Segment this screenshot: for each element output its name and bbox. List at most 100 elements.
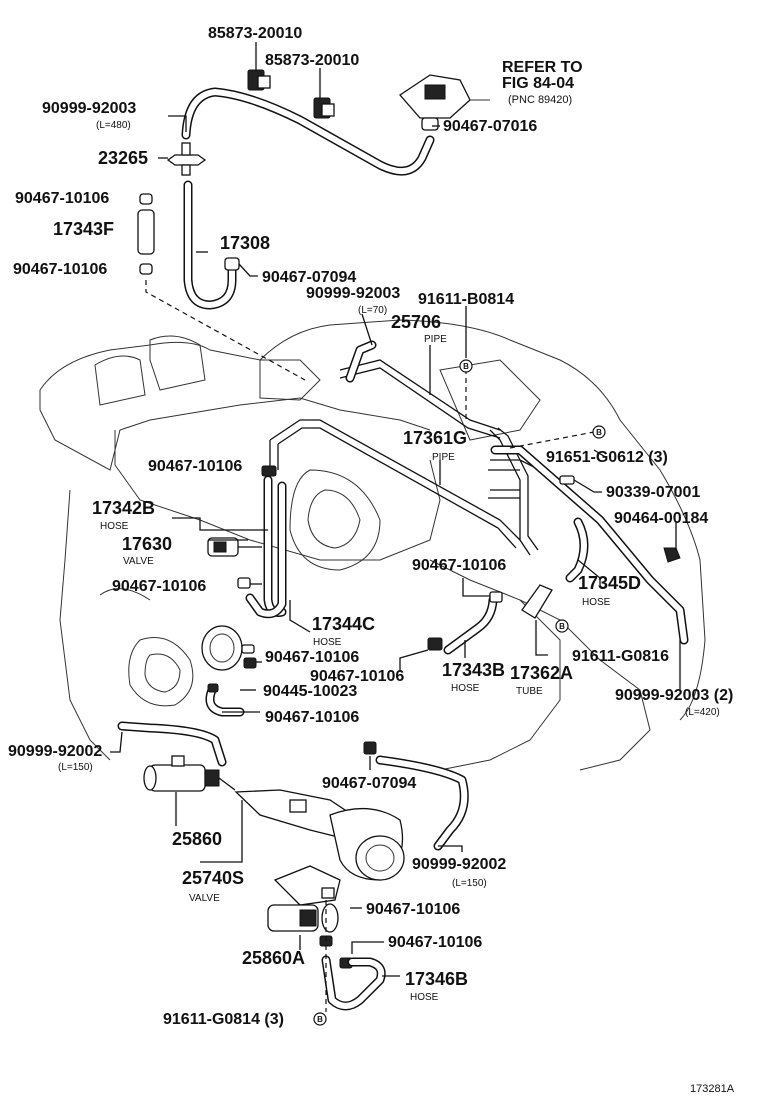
label-91611-g0814: 91611-G0814 (3) <box>163 1011 284 1028</box>
label-17345d: 17345D <box>578 573 641 593</box>
label-17343b: 17343B <box>442 660 505 680</box>
valve-17630 <box>207 537 262 557</box>
refer-line1: REFER TO <box>502 59 583 76</box>
marker-b-mid: B <box>555 619 569 633</box>
label-90467-10106-c: 90467-10106 <box>148 458 242 475</box>
label-25860a: 25860A <box>242 948 305 968</box>
label-91611-g0816: 91611-G0816 <box>572 648 669 665</box>
hose-90999-92003-top <box>181 87 435 176</box>
label-90999-92003-mid: 90999-92003 <box>306 285 400 302</box>
dashed-leader-b-right <box>509 431 595 449</box>
svg-text:B: B <box>463 362 469 371</box>
marker-b-bottom: B <box>313 1012 327 1026</box>
label-17342b: 17342B <box>92 498 155 518</box>
hose-90999-92002-bottom <box>375 755 469 851</box>
label-17361g: 17361G <box>403 428 467 448</box>
hose-90999-92003-right <box>490 445 689 645</box>
hose-17343b <box>443 595 498 655</box>
label-25740s: 25740S <box>182 868 244 888</box>
label-85873-a: 85873-20010 <box>208 25 302 42</box>
label-17344c-sub: HOSE <box>313 637 342 648</box>
bracket-valve-25740s <box>234 789 405 881</box>
clip-90467-b <box>139 263 153 275</box>
hose-17308 <box>183 180 237 310</box>
label-17630: 17630 <box>122 534 172 554</box>
label-90467-10106-h: 90467-10106 <box>265 709 359 726</box>
clip-90467-d <box>489 591 503 603</box>
pipe-25706 <box>339 359 501 439</box>
label-90467-07094-a: 90467-07094 <box>262 269 356 286</box>
clip-90467-e <box>261 465 277 477</box>
label-90467-10106-j: 90467-10106 <box>388 934 482 951</box>
svg-text:B: B <box>317 1015 323 1024</box>
connector-90464 <box>663 547 681 563</box>
label-90999-92002-bottom: 90999-92002 <box>412 856 506 873</box>
clip-90467-g <box>243 657 257 669</box>
label-91611-b0814: 91611-B0814 <box>418 291 514 308</box>
label-90467-10106-b: 90467-10106 <box>13 261 107 278</box>
valve-25860a <box>267 865 341 933</box>
label-25860: 25860 <box>172 829 222 849</box>
diaphragm-canister <box>201 625 255 671</box>
label-17362a-sub: TUBE <box>516 686 543 697</box>
figure-id: 173281A <box>690 1083 735 1095</box>
leader-lines <box>110 42 681 977</box>
vacuum-switching-valve-top <box>399 74 490 131</box>
label-90445-10023: 90445-10023 <box>263 683 357 700</box>
label-90339-07001: 90339-07001 <box>606 484 700 501</box>
clip-90467-a <box>139 193 153 205</box>
label-90999-92003-top-len: (L=480) <box>96 120 131 131</box>
pipe-17361g <box>269 419 541 556</box>
label-17344c: 17344C <box>312 614 375 634</box>
label-90999-92002-left-len: (L=150) <box>58 762 93 773</box>
label-17346b-sub: HOSE <box>410 992 439 1003</box>
hose-90999-92003-mid <box>345 340 377 383</box>
marker-b-top: B <box>459 359 473 373</box>
label-17343b-sub: HOSE <box>451 683 480 694</box>
valve-25860 <box>143 755 236 792</box>
label-17346b: 17346B <box>405 969 468 989</box>
clip-90467-c <box>427 637 443 651</box>
label-25706: 25706 <box>391 312 441 332</box>
label-23265: 23265 <box>98 148 148 168</box>
hose-17343f <box>137 209 155 255</box>
label-91651-g0612: 91651-G0612 (3) <box>546 449 668 466</box>
hose-17344c <box>245 481 287 619</box>
label-90467-10106-g: 90467-10106 <box>310 668 404 685</box>
clip-90467-f <box>237 577 251 589</box>
label-90999-92003-right-len: (L=420) <box>685 707 720 718</box>
label-90467-10106-i: 90467-10106 <box>366 901 460 918</box>
label-25740s-sub: VALVE <box>189 893 220 904</box>
label-90467-10106-e: 90467-10106 <box>112 578 206 595</box>
label-90999-92003-right: 90999-92003 (2) <box>615 687 733 704</box>
svg-text:B: B <box>596 428 602 437</box>
label-85873-b: 85873-20010 <box>265 52 359 69</box>
label-17345d-sub: HOSE <box>582 597 611 608</box>
clip-90339 <box>559 475 575 485</box>
clip-90467-07094-a <box>224 257 240 271</box>
label-90999-92003-mid-len: (L=70) <box>358 305 387 316</box>
label-17343f: 17343F <box>53 219 114 239</box>
connector-90445 <box>205 683 245 717</box>
label-90999-92003-top: 90999-92003 <box>42 100 136 117</box>
label-17308: 17308 <box>220 233 270 253</box>
label-90467-07094-b: 90467-07094 <box>322 775 416 792</box>
refer-line2: FIG 84-04 <box>502 75 574 92</box>
dashed-leader-17343f <box>145 280 306 381</box>
marker-b-right: B <box>592 425 606 439</box>
clip-90467-07094-b <box>363 741 377 755</box>
label-90467-07016: 90467-07016 <box>443 118 537 135</box>
label-90467-10106-f: 90467-10106 <box>265 649 359 666</box>
hose-17345d <box>565 517 589 583</box>
label-90467-10106-d: 90467-10106 <box>412 557 506 574</box>
label-90464-00184: 90464-00184 <box>614 510 708 527</box>
label-17630-sub: VALVE <box>123 556 154 567</box>
label-17361g-sub: PIPE <box>432 452 455 463</box>
clip-85873-a <box>247 69 271 91</box>
clip-85873-b <box>313 97 335 119</box>
hose-90999-92002-left <box>117 721 227 767</box>
valve-23265 <box>166 142 207 176</box>
hose-17346b <box>321 955 386 1011</box>
label-17362a: 17362A <box>510 663 573 683</box>
